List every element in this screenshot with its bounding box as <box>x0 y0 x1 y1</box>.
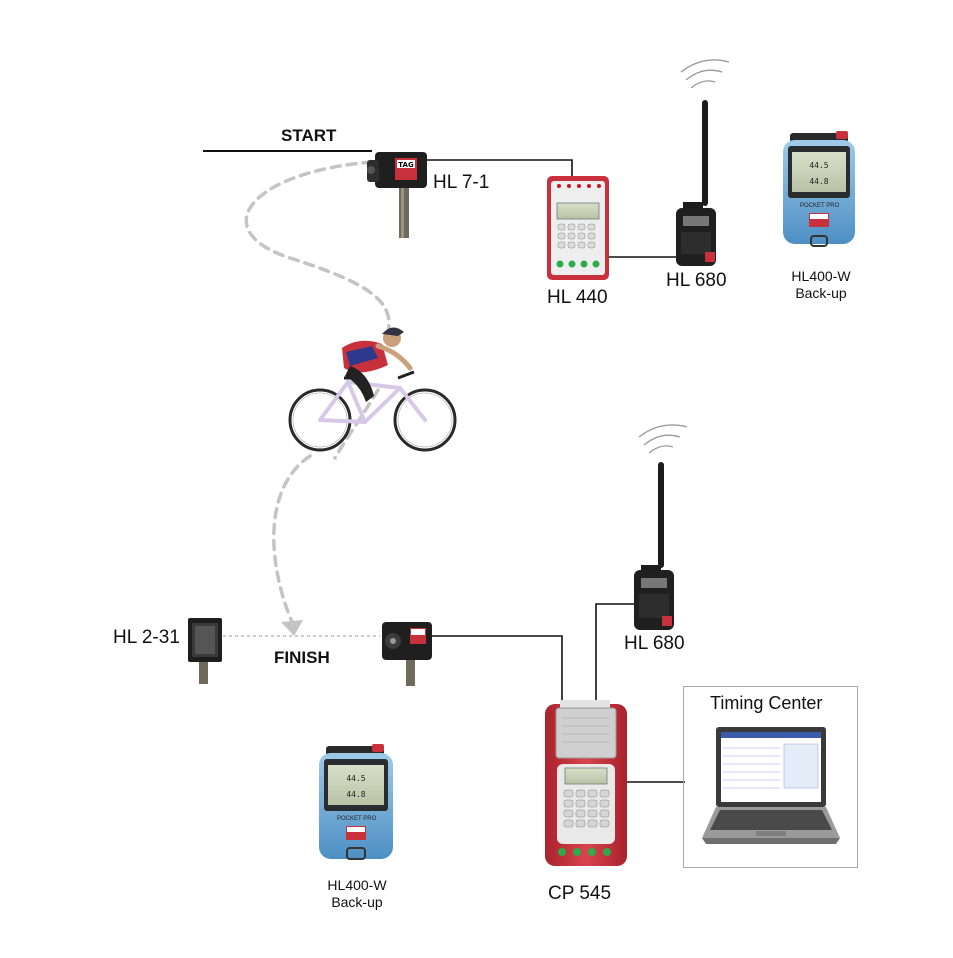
backup-top-label: HL400-W Back-up <box>776 268 866 302</box>
svg-text:44.8: 44.8 <box>809 177 828 186</box>
timing-center-box <box>683 686 858 868</box>
start-photocell-label: HL 7-1 <box>433 172 490 193</box>
stopwatch-bottom-brand: POCKET PRO <box>337 816 377 822</box>
radio-bottom-label: HL 680 <box>624 633 685 654</box>
cp545-label: CP 545 <box>548 883 612 904</box>
svg-text:44.5: 44.5 <box>346 774 365 783</box>
finish-photocell <box>382 622 432 686</box>
hl440-label: HL 440 <box>547 287 608 308</box>
finish-reflector-label: HL 2-31 <box>113 627 180 648</box>
finish-label: FINISH <box>274 648 330 667</box>
cyclist <box>288 327 457 452</box>
cp545-device <box>545 700 627 866</box>
backup-top-role: Back-up <box>795 285 847 301</box>
backup-top-model: HL400-W <box>791 268 851 284</box>
radio-top <box>676 59 730 266</box>
backup-bottom-model: HL400-W <box>327 877 387 893</box>
svg-text:44.8: 44.8 <box>346 790 365 799</box>
start-label: START <box>281 126 337 145</box>
rider-path <box>244 160 391 624</box>
svg-text:TAG: TAG <box>398 161 414 169</box>
laptop <box>702 727 840 844</box>
backup-bottom-role: Back-up <box>331 894 383 910</box>
stopwatch-bottom: 44.5 44.8 <box>319 744 393 860</box>
finish-arrow-head <box>281 620 303 636</box>
cable-start <box>425 159 676 258</box>
finish-reflector <box>188 618 222 684</box>
timing-center-label: Timing Center <box>710 693 823 713</box>
hl440-device <box>547 176 609 280</box>
start-photocell: TAG <box>367 152 427 238</box>
stopwatch-top: 44.5 44.8 <box>783 131 855 247</box>
radio-top-label: HL 680 <box>666 270 727 291</box>
cable-finish <box>432 603 685 783</box>
radio-bottom <box>634 424 688 630</box>
svg-text:44.5: 44.5 <box>809 161 828 170</box>
backup-bottom-label: HL400-W Back-up <box>312 877 402 911</box>
stopwatch-top-brand: POCKET PRO <box>800 203 840 209</box>
